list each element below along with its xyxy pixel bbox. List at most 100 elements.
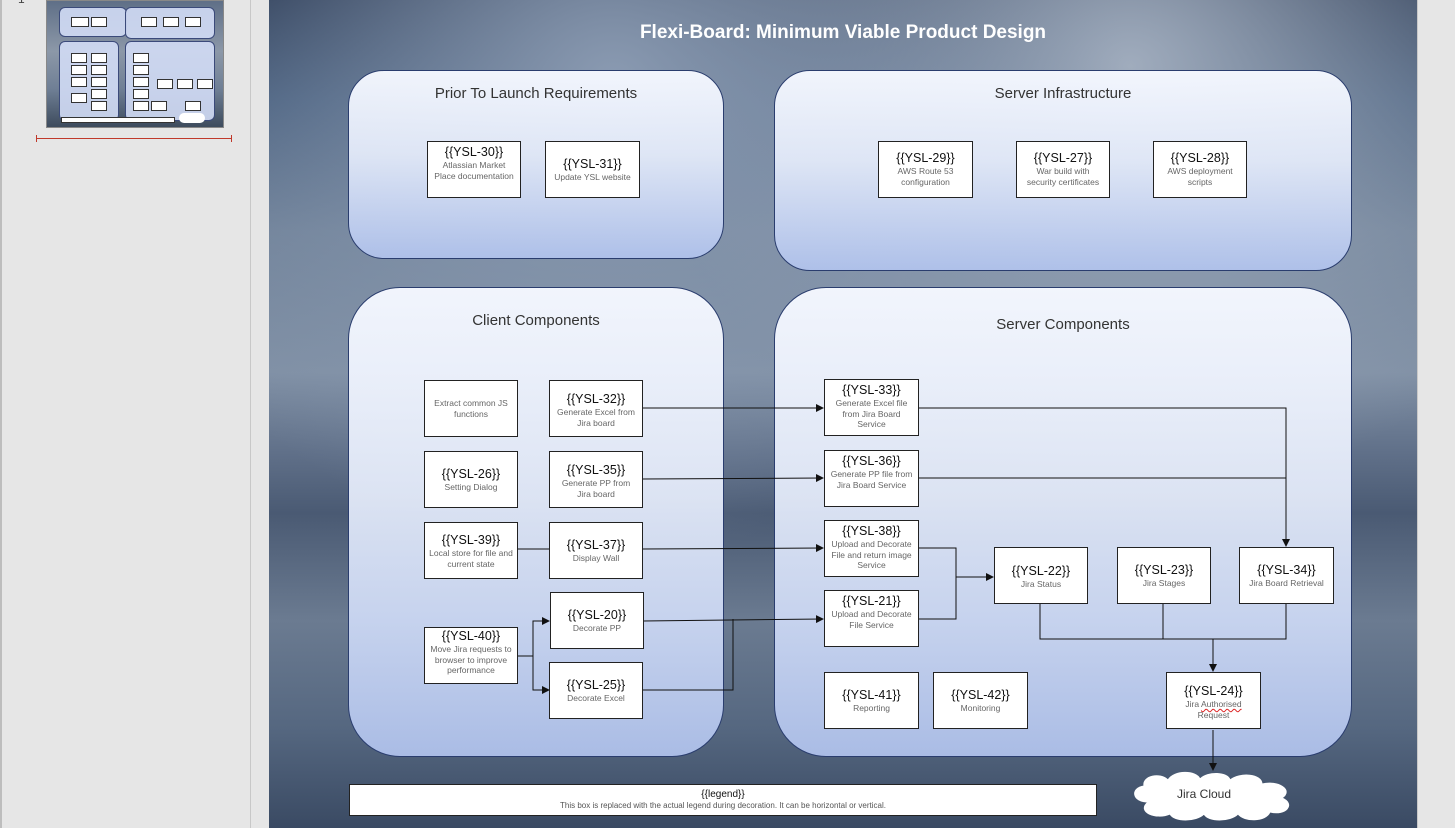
group-title: Server Components — [996, 316, 1130, 333]
node-description: Generate Excel from Jira board — [557, 407, 635, 428]
thumb-node — [177, 79, 193, 89]
thumb-node — [157, 79, 173, 89]
node-description: Decorate PP — [572, 623, 622, 633]
node-description: Update YSL website — [554, 172, 631, 182]
node-description: Jira Status — [1020, 579, 1062, 589]
slide-canvas[interactable]: Flexi-Board: Minimum Viable Product Desi… — [269, 0, 1417, 828]
node-ysl-36[interactable]: {{YSL-36}} Generate PP file from Jira Bo… — [824, 450, 919, 507]
node-id: {{YSL-31}} — [563, 157, 622, 171]
node-description: War build with security certificates — [1026, 166, 1100, 187]
node-ysl-41[interactable]: {{YSL-41}} Reporting — [824, 672, 919, 729]
slide-thumbnail[interactable] — [46, 0, 224, 128]
thumb-node — [185, 101, 201, 111]
group-client-components[interactable]: Client Components — [348, 287, 724, 757]
node-description: Jira Board Retrieval — [1249, 578, 1324, 588]
node-ysl-20[interactable]: {{YSL-20}} Decorate PP — [550, 592, 644, 649]
node-description: Display Wall — [572, 553, 620, 563]
thumb-node — [133, 77, 149, 87]
panel-edge — [0, 0, 2, 828]
node-ysl-39[interactable]: {{YSL-39}} Local store for file and curr… — [424, 522, 518, 579]
node-description: Setting Dialog — [444, 482, 498, 492]
node-ysl-24[interactable]: {{YSL-24}} Jira Authorised Request — [1166, 672, 1261, 729]
node-description: AWS deployment scripts — [1167, 166, 1233, 187]
node-ysl-22[interactable]: {{YSL-22}} Jira Status — [994, 547, 1088, 604]
node-description: Generate Excel file from Jira Board Serv… — [835, 398, 908, 429]
node-ysl-31[interactable]: {{YSL-31}} Update YSL website — [545, 141, 640, 198]
node-ysl-32[interactable]: {{YSL-32}} Generate Excel from Jira boar… — [549, 380, 643, 437]
node-description: Upload and Decorate File Service — [831, 609, 912, 630]
group-prior-to-launch[interactable]: Prior To Launch Requirements — [348, 70, 724, 259]
node-ysl-37[interactable]: {{YSL-37}} Display Wall — [549, 522, 643, 579]
node-id: {{YSL-42}} — [951, 688, 1010, 702]
thumb-node — [91, 101, 107, 111]
node-ysl-33[interactable]: {{YSL-33}} Generate Excel file from Jira… — [824, 379, 919, 436]
editor-right-margin — [1417, 0, 1455, 828]
thumb-node — [71, 93, 87, 103]
node-description: Reporting — [853, 703, 890, 713]
node-ysl-34[interactable]: {{YSL-34}} Jira Board Retrieval — [1239, 547, 1334, 604]
node-id: {{YSL-29}} — [896, 151, 955, 165]
node-description: Extract common JS functions — [434, 398, 508, 419]
node-id: {{YSL-36}} — [842, 454, 901, 468]
thumb-node — [133, 65, 149, 75]
node-ysl-38[interactable]: {{YSL-38}} Upload and Decorate File and … — [824, 520, 919, 577]
thumb-node — [91, 65, 107, 75]
desc-part: Jira — [1185, 699, 1201, 709]
thumb-node — [163, 17, 179, 27]
thumbnail-insertion-marker — [36, 135, 232, 142]
jira-cloud-shape[interactable] — [1126, 770, 1300, 822]
group-title: Server Infrastructure — [994, 85, 1132, 102]
legend-placeholder[interactable]: {{legend}} This box is replaced with the… — [349, 784, 1097, 816]
thumb-node — [133, 53, 149, 63]
thumb-group-prior — [59, 7, 127, 37]
node-description: AWS Route 53 configuration — [897, 166, 954, 187]
desc-part: Request — [1197, 709, 1230, 720]
node-id: {{YSL-41}} — [842, 688, 901, 702]
thumb-node — [71, 17, 89, 27]
node-ysl-27[interactable]: {{YSL-27}} War build with security certi… — [1016, 141, 1110, 198]
thumb-node — [185, 17, 201, 27]
node-id: {{YSL-27}} — [1033, 151, 1093, 165]
node-description: Move Jira requests to browser to improve… — [430, 644, 512, 675]
node-description: Monitoring — [960, 703, 1001, 713]
node-id: {{YSL-38}} — [842, 524, 901, 538]
node-ysl-40[interactable]: {{YSL-40}} Move Jira requests to browser… — [424, 627, 518, 684]
group-title: Prior To Launch Requirements — [434, 85, 638, 102]
thumb-cloud — [179, 113, 205, 123]
node-id: {{YSL-34}} — [1257, 563, 1316, 577]
node-id: {{YSL-37}} — [566, 538, 626, 552]
node-ysl-29[interactable]: {{YSL-29}} AWS Route 53 configuration — [878, 141, 973, 198]
thumb-node — [133, 101, 149, 111]
node-description: Atlassian Market Place documentation — [434, 160, 514, 181]
node-id: {{YSL-30}} — [444, 145, 504, 159]
node-extract-common-js[interactable]: Extract common JS functions — [424, 380, 518, 437]
thumb-node — [71, 53, 87, 63]
node-ysl-25[interactable]: {{YSL-25}} Decorate Excel — [549, 662, 643, 719]
node-description: Decorate Excel — [567, 693, 625, 703]
node-ysl-35[interactable]: {{YSL-35}} Generate PP from Jira board — [549, 451, 643, 508]
thumb-node — [71, 77, 87, 87]
node-description: Local store for file and current state — [429, 548, 513, 569]
node-ysl-21[interactable]: {{YSL-21}} Upload and Decorate File Serv… — [824, 590, 919, 647]
thumb-node — [61, 117, 175, 123]
node-ysl-28[interactable]: {{YSL-28}} AWS deployment scripts — [1153, 141, 1247, 198]
thumb-node — [71, 65, 87, 75]
node-ysl-42[interactable]: {{YSL-42}} Monitoring — [933, 672, 1028, 729]
node-ysl-30[interactable]: {{YSL-30}} Atlassian Market Place docume… — [427, 141, 521, 198]
node-ysl-23[interactable]: {{YSL-23}} Jira Stages — [1117, 547, 1211, 604]
spellcheck-word: Authorised — [1200, 699, 1242, 709]
node-description: Jira Stages — [1142, 578, 1186, 588]
node-id: {{YSL-33}} — [842, 383, 901, 397]
node-id: {{YSL-22}} — [1011, 564, 1071, 578]
thumb-node — [133, 89, 149, 99]
node-id: {{YSL-32}} — [566, 392, 626, 406]
thumb-node — [91, 89, 107, 99]
node-id: {{YSL-24}} — [1184, 684, 1243, 698]
node-id: {{YSL-25}} — [566, 678, 626, 692]
thumb-node — [197, 79, 213, 89]
node-id: {{YSL-40}} — [441, 629, 501, 643]
node-ysl-26[interactable]: {{YSL-26}} Setting Dialog — [424, 451, 518, 508]
node-description: Jira Authorised Request — [1167, 698, 1260, 720]
node-id: {{YSL-21}} — [842, 594, 901, 608]
thumb-node — [141, 17, 157, 27]
